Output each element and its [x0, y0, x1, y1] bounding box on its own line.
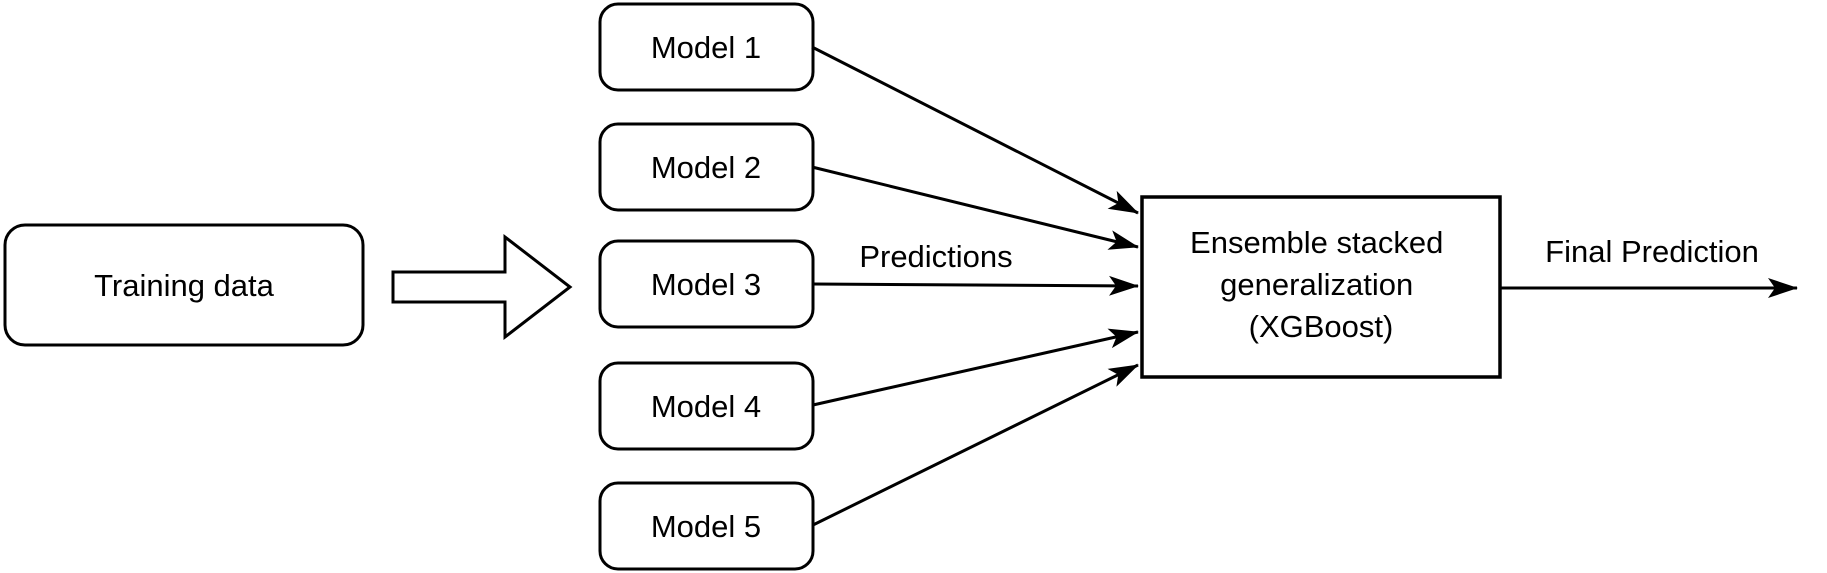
- node-model-3: Model 3: [598, 239, 815, 329]
- node-model-1: Model 1: [598, 2, 815, 92]
- node-model-2: Model 2: [598, 122, 815, 212]
- model-2-label: Model 2: [651, 150, 761, 185]
- ensemble-label-line-2: generalization: [1220, 267, 1413, 302]
- node-model-4: Model 4: [598, 361, 815, 451]
- arrow-model-4-to-ensemble-icon: [812, 328, 1139, 407]
- model-1-label: Model 1: [651, 30, 761, 65]
- node-model-5: Model 5: [598, 481, 815, 571]
- ensemble-label-line-1: Ensemble stacked: [1190, 225, 1443, 260]
- arrow-model-5-to-ensemble-icon: [812, 363, 1139, 527]
- arrow-model-3-to-ensemble-icon: [812, 275, 1139, 296]
- node-training-data: Training data: [3, 223, 365, 347]
- model-4-label: Model 4: [651, 389, 761, 424]
- model-5-box: [598, 481, 815, 571]
- ensemble-label: Ensemble stacked generalization (XGBoost…: [1190, 225, 1452, 344]
- block-arrow-icon: [391, 233, 573, 341]
- training-data-label: Training data: [94, 268, 275, 303]
- predictions-label: Predictions: [859, 239, 1012, 274]
- arrow-model-1-to-ensemble-icon: [811, 45, 1139, 215]
- model-5-label: Model 5: [651, 509, 761, 544]
- training-data-box: [3, 223, 365, 347]
- ensemble-label-line-3: (XGBoost): [1249, 309, 1394, 344]
- model-3-label: Model 3: [651, 267, 761, 302]
- node-ensemble: Ensemble stacked generalization (XGBoost…: [1140, 195, 1502, 379]
- ensemble-box: [1140, 195, 1502, 379]
- final-prediction-label: Final Prediction: [1545, 234, 1759, 269]
- arrow-model-2-to-ensemble-icon: [811, 165, 1139, 250]
- model-4-box: [598, 361, 815, 451]
